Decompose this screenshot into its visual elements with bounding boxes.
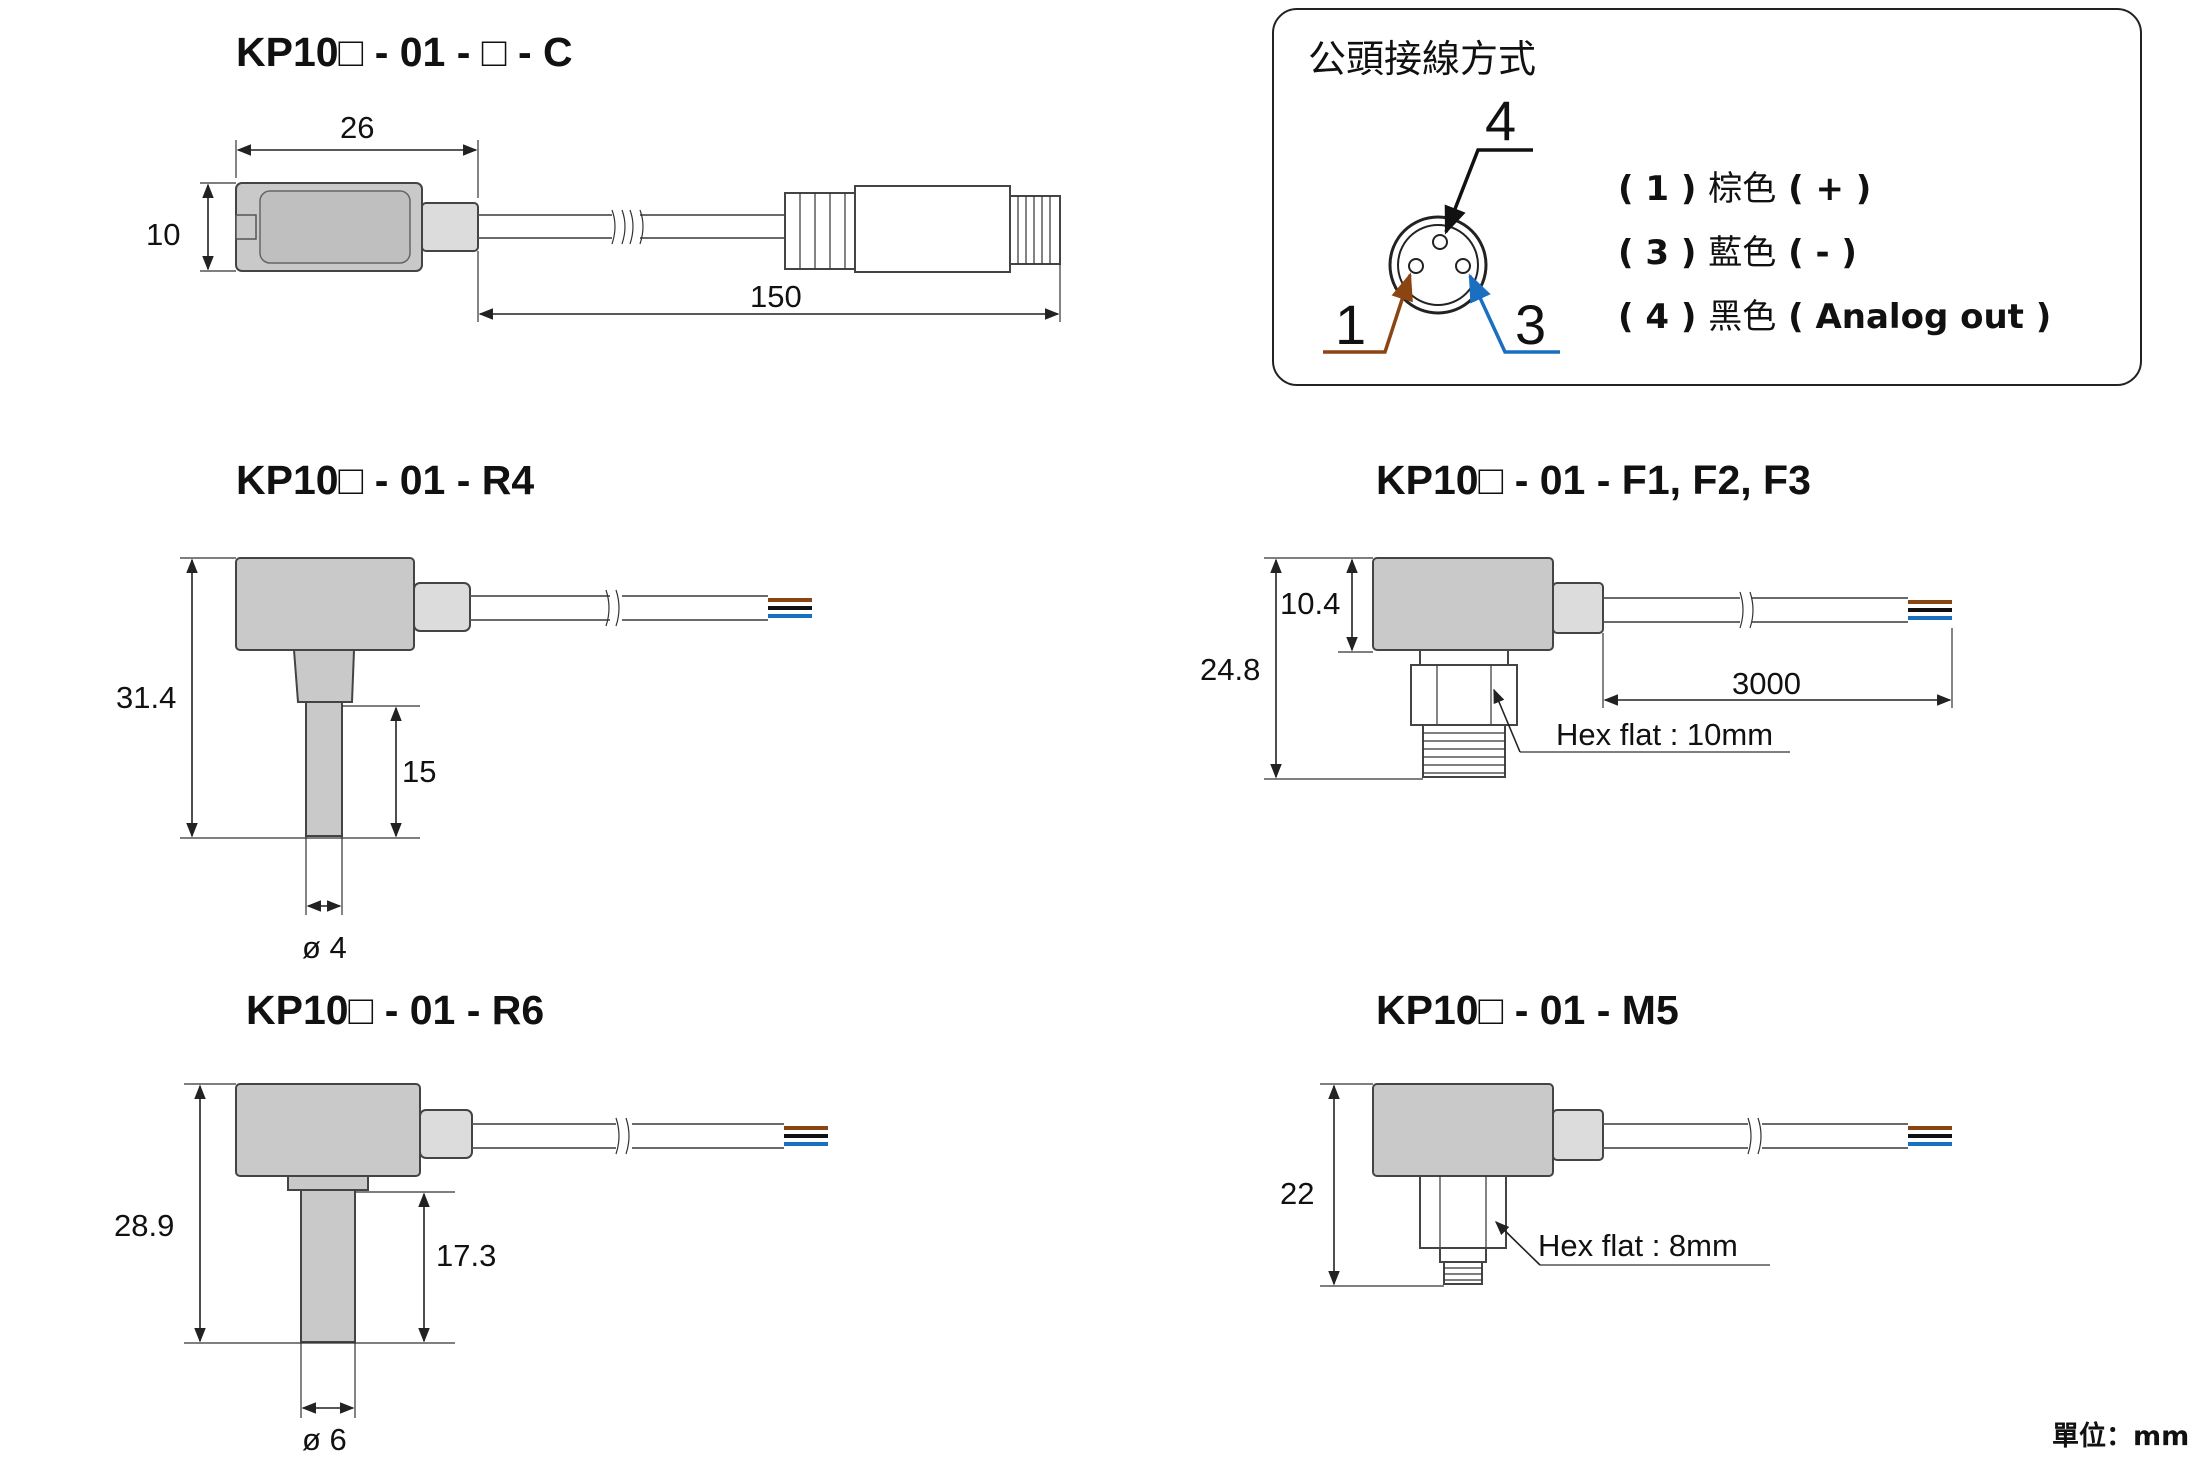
sensor-neck [292,649,356,703]
leader-pin-3 [1468,273,1560,354]
wire-blue [1908,616,1952,620]
cable [472,1123,616,1149]
cable-break [1747,1117,1762,1155]
dim-stem-label: 17.3 [436,1238,496,1273]
hex-note: Hex flat : 8mm [1538,1228,1738,1263]
neck [1439,1247,1487,1263]
pin-4-label: 4 [1485,89,1516,152]
wire-black [1908,1134,1952,1138]
drawing-f: KP10□ - 01 - F1, F2, F3 24.8 10.4 3000 H… [1200,457,1953,780]
wire-brown [1908,600,1952,604]
dim-body-label: 10.4 [1280,586,1340,621]
dim-height-label: 31.4 [116,680,176,715]
pin-1 [1408,258,1424,274]
cable [1603,597,1740,623]
sensor-body [1372,1083,1554,1177]
wire-blue [1908,1142,1952,1146]
dim-height-label: 10 [146,217,180,252]
thread [1443,1261,1483,1285]
wire-black [784,1134,828,1138]
wire-blue [784,1142,828,1146]
pin-3 [1455,258,1471,274]
drawing-m5: KP10□ - 01 - M5 22 Hex flat : 8mm [1280,987,1952,1287]
sensor-face [259,190,411,264]
wire-blue [768,614,812,618]
sensor-body [235,557,415,651]
connector-housing [854,185,1011,273]
wire-brown [784,1126,828,1130]
sensor-body [1372,557,1554,651]
cable-gland [421,202,479,252]
thread [1422,724,1506,778]
dim-height-label: 22 [1280,1176,1314,1211]
cable-break [1739,591,1754,629]
leader-hex [1493,688,1521,753]
cable-break [615,1117,630,1155]
legend-row-1: ( 1 ) 棕色 ( + ) [1618,169,1871,209]
cable-break [605,589,620,627]
hex-nut [1419,1175,1507,1249]
wiring-title: 公頭接線方式 [1308,37,1536,81]
unit-label: 單位：mm [2052,1420,2189,1452]
drawing-r6-title: KP10□ - 01 - R6 [246,987,544,1033]
dim-cable-label: 3000 [1732,666,1801,701]
cable-gland [419,1109,473,1159]
sensor-stem [305,701,343,837]
sensor-stem [300,1189,356,1343]
connector-face [1388,215,1488,315]
dim-width-label: 26 [340,110,374,145]
leader-pin-4 [1444,148,1533,235]
drawing-r4: KP10□ - 01 - R4 31.4 15 ø 4 [116,457,812,965]
sensor-body [235,1083,421,1177]
sensor-flange [287,1175,369,1191]
sensor-notch [235,214,257,240]
hex-collar [1419,649,1509,666]
hex-note: Hex flat : 10mm [1556,717,1773,752]
wire-brown [1908,1126,1952,1130]
cable [478,214,612,239]
leader-hex [1494,1220,1541,1266]
drawing-c: KP10□ - 01 - □ - C 26 10 150 [146,29,1061,322]
dim-height-label: 24.8 [1200,652,1260,687]
legend-row-4: ( 4 ) 黑色 ( Analog out ) [1618,297,2051,337]
pin-1-label: 1 [1335,293,1366,356]
leader-pin-1 [1323,272,1413,354]
legend-row-3: ( 3 ) 藍色 ( - ) [1618,233,1857,273]
dim-diameter-label: ø 4 [302,930,347,965]
drawing-r6: KP10□ - 01 - R6 28.9 17.3 ø 6 [114,987,828,1457]
drawing-m5-title: KP10□ - 01 - M5 [1376,987,1679,1033]
wiring-panel: 公頭接線方式 4 1 3 ( 1 ) 棕色 ( + ) ( 3 ) 藍色 ( -… [1272,8,2142,386]
drawing-r4-title: KP10□ - 01 - R4 [236,457,534,503]
wire-black [768,606,812,610]
cable [1603,1123,1748,1149]
cable [470,595,610,621]
cable-gland [1552,582,1604,634]
dim-stem-label: 15 [402,754,436,789]
drawing-c-title: KP10□ - 01 - □ - C [236,29,573,75]
cable-gland [413,582,471,632]
dim-length-label: 150 [750,279,802,314]
dim-height-label: 28.9 [114,1208,174,1243]
drawing-f-title: KP10□ - 01 - F1, F2, F3 [1376,457,1811,503]
cable-gland [1552,1109,1604,1161]
wire-brown [768,598,812,602]
dim-diameter-label: ø 6 [302,1422,347,1457]
cable-break [611,209,626,245]
wire-black [1908,608,1952,612]
connector-grip [784,192,856,270]
pin-4 [1432,234,1448,250]
pin-3-label: 3 [1515,293,1546,356]
hex-nut [1410,664,1518,726]
